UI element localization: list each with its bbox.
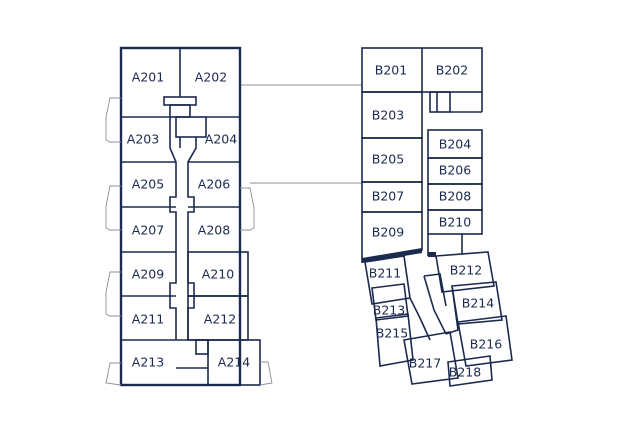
unit-label: B204 (439, 137, 471, 152)
unit-label: A212 (204, 312, 236, 327)
unit-label: A209 (132, 267, 164, 282)
unit-b203[interactable]: B203 (362, 92, 422, 138)
unit-a212[interactable]: A212 (188, 296, 248, 340)
unit-label: A203 (127, 132, 159, 147)
unit-label: B211 (369, 266, 401, 281)
unit-label: B217 (409, 356, 441, 371)
unit-label: B212 (450, 263, 482, 278)
building-b-units: B201 B202 B203 B204 B205 B206 B207 B208 … (362, 48, 508, 384)
unit-b211[interactable]: B211 (366, 262, 406, 288)
unit-label: A206 (198, 177, 230, 192)
unit-label: B208 (439, 189, 471, 204)
unit-b205[interactable]: B205 (362, 138, 422, 182)
unit-b210[interactable]: B210 (428, 210, 482, 234)
unit-label: A210 (202, 267, 234, 282)
unit-a213[interactable]: A213 (121, 340, 176, 385)
unit-label: B203 (372, 108, 404, 123)
unit-label: B210 (439, 215, 471, 230)
unit-label: B216 (470, 337, 502, 352)
unit-b202[interactable]: B202 (422, 48, 482, 92)
unit-a202[interactable]: A202 (180, 48, 240, 97)
unit-label: A201 (132, 70, 164, 85)
unit-b209[interactable]: B209 (362, 212, 422, 252)
unit-label: B214 (462, 296, 494, 311)
unit-b212[interactable]: B212 (440, 256, 490, 286)
unit-label: B213 (373, 303, 405, 318)
unit-label: A213 (132, 355, 164, 370)
unit-b218[interactable]: B218 (449, 360, 490, 384)
building-b-plan (361, 47, 513, 387)
unit-b208[interactable]: B208 (428, 184, 482, 210)
unit-label: B215 (376, 326, 408, 341)
unit-a206[interactable]: A206 (188, 162, 240, 207)
unit-a204[interactable]: A204 (196, 117, 240, 162)
unit-a211[interactable]: A211 (121, 296, 176, 340)
unit-label: B202 (436, 63, 468, 78)
unit-b216[interactable]: B216 (462, 322, 508, 362)
unit-a207[interactable]: A207 (121, 207, 176, 252)
unit-label: A207 (132, 223, 164, 238)
unit-a208[interactable]: A208 (188, 207, 240, 252)
unit-label: A214 (218, 355, 250, 370)
building-a-plan (105, 46, 273, 387)
unit-b217[interactable]: B217 (406, 342, 452, 382)
building-a-units: A201 A202 A203 A204 A205 A206 A207 A208 … (121, 48, 260, 385)
unit-label: B201 (375, 63, 407, 78)
unit-a205[interactable]: A205 (121, 162, 176, 207)
unit-b214[interactable]: B214 (456, 288, 500, 322)
unit-label: A211 (132, 312, 164, 327)
skybridge-connectors (240, 84, 362, 184)
unit-a209[interactable]: A209 (121, 252, 176, 296)
unit-b215[interactable]: B215 (376, 320, 410, 360)
unit-b204[interactable]: B204 (428, 130, 482, 158)
unit-label: A202 (195, 70, 227, 85)
unit-a203[interactable]: A203 (121, 117, 170, 162)
unit-b201[interactable]: B201 (362, 48, 422, 92)
unit-a214[interactable]: A214 (208, 340, 260, 385)
unit-label: B207 (372, 189, 404, 204)
unit-b207[interactable]: B207 (362, 182, 422, 212)
unit-label: A204 (205, 132, 237, 147)
unit-label: B206 (439, 163, 471, 178)
unit-a201[interactable]: A201 (121, 48, 180, 117)
unit-label: B205 (372, 152, 404, 167)
unit-label: A208 (198, 223, 230, 238)
unit-b213[interactable]: B213 (373, 290, 407, 318)
unit-a210[interactable]: A210 (188, 252, 248, 296)
unit-label: A205 (132, 177, 164, 192)
unit-label: B218 (449, 365, 481, 380)
unit-label: B209 (372, 225, 404, 240)
unit-b206[interactable]: B206 (428, 158, 482, 184)
